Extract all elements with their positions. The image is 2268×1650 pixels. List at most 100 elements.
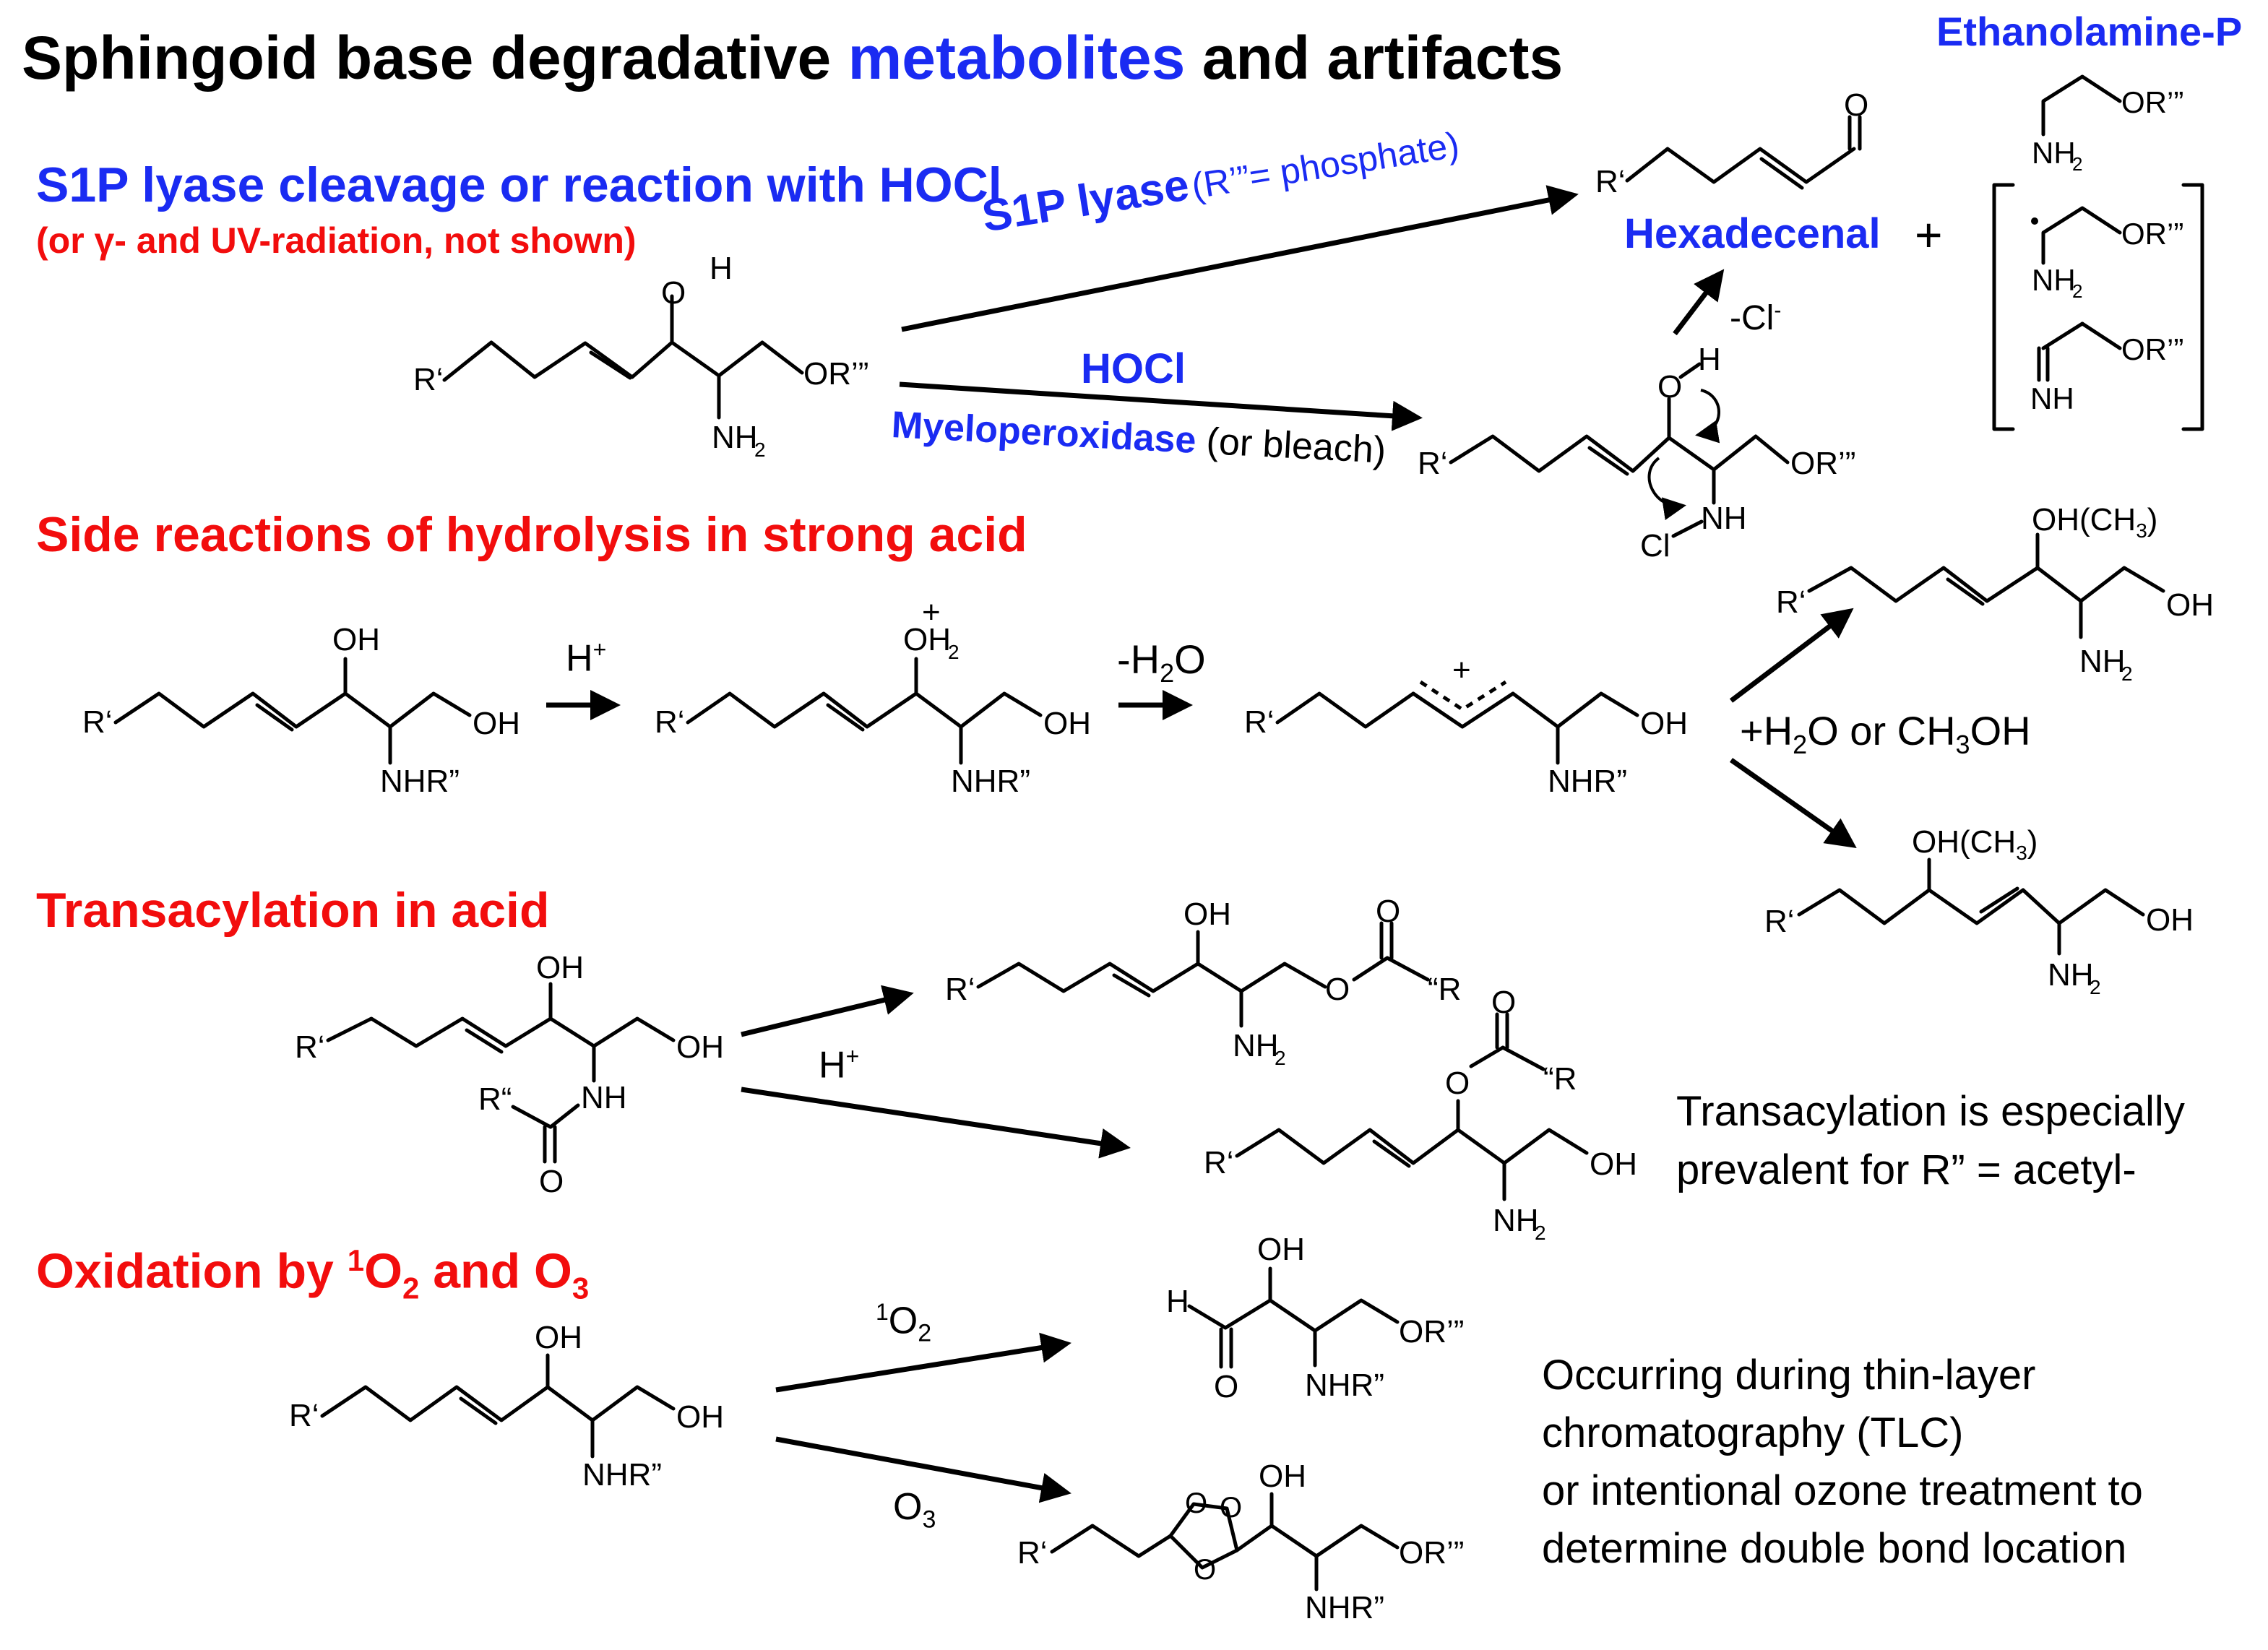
s3-3oacyl-nh2-sub: 2 (1535, 1222, 1546, 1244)
s2-cation-allyl-solid (1411, 691, 1515, 729)
plus-sign: + (1915, 208, 1943, 262)
ethanolamine-chain (2041, 74, 2122, 137)
minus-cl-label: -Cl- (1730, 300, 1781, 336)
s4-oz-o-2: O (1220, 1492, 1242, 1524)
imine-species: OR’” NH (2030, 321, 2183, 415)
radical-dot (2031, 217, 2038, 225)
chloramine-chain (1449, 434, 1790, 473)
oxidation-note-line-1: Occurring during thin-layer (1542, 1352, 2036, 1399)
s2-cation-oh-end: OH (1640, 706, 1688, 741)
ethanolamine-or: OR’” (2121, 85, 2183, 119)
s3-oacyl-nh2: NH (1233, 1028, 1279, 1063)
ethanolamine-nh2-sub: 2 (2072, 153, 2082, 175)
water-methanol-s2: 3 (1955, 730, 1970, 760)
s2-up-chain (1807, 566, 2165, 603)
s3-oacyl-ester-bond (1352, 956, 1389, 982)
minus-cl-text: -Cl (1730, 299, 1775, 337)
s3-start-oh: OH (536, 950, 584, 985)
ethanolamine-p-label: Ethanolamine-P (1936, 9, 2243, 54)
chloramine-double-bond (1587, 446, 1629, 476)
s3-start-r: R‘ (295, 1029, 325, 1065)
s2-up-ohch3-a: OH(CH (2032, 502, 2136, 537)
s2-carbocation: R‘ + NHR” OH (1244, 652, 1688, 799)
s3-arrow-o-acyl (741, 985, 914, 1037)
hexadecenal-o: O (1844, 87, 1868, 123)
s1-start-chain (442, 340, 804, 382)
oxidation-note: Occurring during thin-layer chromatograp… (1542, 1347, 2143, 1578)
water-methanol-p2: O or CH (1807, 708, 1956, 753)
title-part-2: metabolites (848, 24, 1186, 92)
h-plus-reagent-1-text: H (566, 637, 593, 680)
s3-3oacyl-ester-bond (1469, 1045, 1505, 1068)
singlet-oxygen-o: O (888, 1300, 918, 1342)
s1-start-molecule: R‘ O H NH 2 OR’” (413, 251, 868, 461)
h-plus-reagent-1: H+ (566, 638, 606, 677)
chloramine-curly-arrow-1 (1695, 389, 1720, 444)
s3-3oacyl-o-ester: O (1445, 1066, 1470, 1101)
water-methanol-label: +H2O or CH3OH (1740, 711, 2031, 758)
s3-start-r-acyl: R“ (478, 1081, 512, 1117)
hexadecenal-label: Hexadecenal (1624, 210, 1881, 257)
hexadecenal-chain (1625, 147, 1856, 184)
section-4-title-prefix: Oxidation by (36, 1243, 348, 1299)
s2-m2-double-bond (826, 703, 865, 732)
chloramine-intermediate: R‘ O H NH Cl OR’” (1418, 342, 1855, 563)
h-plus-reagent-2-charge: + (845, 1043, 860, 1069)
s2-m2-plus: + (922, 595, 941, 630)
s2-branch-arrow-up (1729, 608, 1854, 703)
s2-m2-chain (686, 691, 1043, 729)
s3-start-o: O (539, 1164, 564, 1199)
ozone-reagent: O3 (893, 1488, 936, 1532)
s4-start-oh-end: OH (676, 1399, 724, 1435)
s3-start-amide-bond (548, 1103, 580, 1129)
s3-3oacyl-oh-end: OH (1590, 1146, 1637, 1182)
s4-oz-o-1: O (1185, 1487, 1207, 1519)
s2-low-oh-end: OH (2146, 902, 2194, 938)
radical-or: OR’” (2121, 217, 2183, 251)
s4-oz-oh: OH (1259, 1459, 1306, 1494)
s2-low-nh2-sub: 2 (2090, 976, 2101, 998)
s4-start-r: R‘ (289, 1398, 319, 1433)
title-part-3: and artifacts (1185, 24, 1564, 92)
s3-oacyl-double-bond (1112, 973, 1151, 998)
s3-3oacyl-nh2: NH (1493, 1203, 1539, 1238)
s2-low-ohch3-a: OH(CH (1912, 824, 2016, 860)
s1-start-or: OR’” (803, 356, 868, 392)
aminyl-radical-species: OR’” NH 2 (2031, 206, 2183, 302)
s2-cation-chain-right (1511, 691, 1639, 729)
transacylation-note: Transacylation is especially prevalent f… (1676, 1082, 2185, 1199)
s3-3oacyl-r-bond (1501, 1045, 1545, 1071)
s2-low-chain (1797, 888, 2145, 925)
s3-start-chain (326, 1016, 676, 1048)
hexadecenal-r: R‘ (1595, 164, 1626, 199)
s2-molecule-1: R‘ OH NHR” OH (82, 622, 520, 799)
s2-low-double-bond (1979, 886, 2019, 914)
s2-up-ohch3-end: ) (2147, 502, 2158, 537)
s3-3-o-acyl-product: R‘ O O “R NH 2 OH (1204, 985, 1637, 1244)
section-4-title-sub2: 3 (572, 1271, 590, 1305)
s2-cation-chain-left (1275, 691, 1415, 729)
s4-ald-chain (1223, 1298, 1400, 1333)
s2-m1-nhr: NHR” (380, 764, 460, 799)
s1-start-double-bond (589, 350, 632, 380)
h-plus-reagent-2: H+ (819, 1045, 859, 1084)
s3-start-nh: NH (581, 1080, 627, 1115)
minus-cl-charge: - (1774, 298, 1782, 322)
s2-m2-oh2: OH (903, 622, 951, 657)
s2-product-upper: R‘ OH(CH3) NH 2 OH (1776, 502, 2214, 685)
minus-water-prefix: -H (1117, 636, 1160, 682)
chloramine-oh-h-bond (1678, 362, 1702, 379)
s4-starting-molecule: R‘ OH NHR” OH (289, 1320, 724, 1493)
chloramine-o: O (1657, 369, 1682, 405)
s2-low-ohch3: OH(CH3) (1912, 824, 2038, 864)
chloramine-r: R‘ (1418, 446, 1448, 481)
s3-starting-ceramide: R‘ OH NH R“ O OH (295, 950, 724, 1199)
s4-start-oh: OH (535, 1320, 582, 1355)
oxidation-note-line-3: or intentional ozone treatment to (1542, 1467, 2143, 1515)
section-3-title: Transacylation in acid (36, 883, 550, 938)
section-4-title-sup: 1 (347, 1243, 365, 1277)
chloramine-ncl-bond (1671, 519, 1704, 538)
transacylation-note-line-1: Transacylation is especially (1676, 1088, 2185, 1135)
ozone-sub: 3 (922, 1506, 936, 1534)
s1-start-o: O (661, 275, 686, 311)
